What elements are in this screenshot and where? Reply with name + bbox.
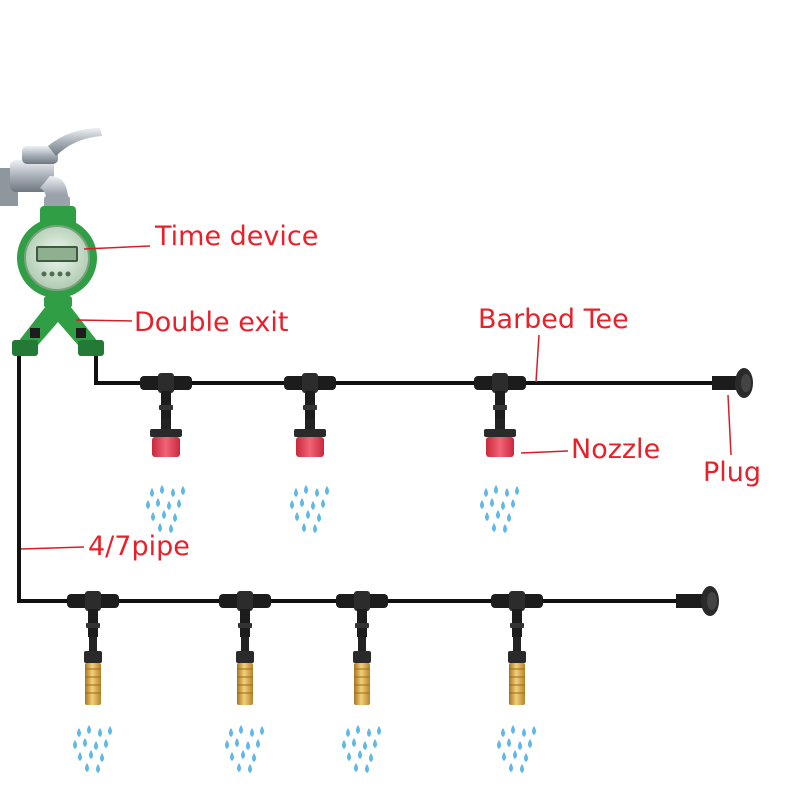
red-nozzle-icon [294, 419, 326, 457]
water-drops-icon [225, 725, 264, 773]
barbed-tee-icon [219, 591, 271, 637]
barbed-tee-icon [140, 373, 192, 419]
brass-nozzle-icon [508, 637, 526, 705]
pipe-network [17, 356, 735, 603]
label-double-exit: Double exit [134, 307, 289, 338]
brass-nozzle-icon [353, 637, 371, 705]
red-nozzle-icon [484, 419, 516, 457]
label-plug: Plug [703, 457, 762, 488]
leader-nozzle [520, 450, 569, 454]
leader-double-exit [75, 319, 133, 322]
water-drops-icon [480, 485, 519, 533]
label-nozzle: Nozzle [571, 434, 661, 465]
faucet-icon [0, 128, 102, 210]
water-drops-icon [290, 485, 329, 533]
water-drops-icon [497, 725, 536, 773]
label-barbed-tee: Barbed Tee [478, 304, 629, 335]
water-drops-icon [342, 725, 381, 773]
water-drops-icon [73, 725, 112, 773]
barbed-tee-icon [67, 591, 119, 637]
barbed-tee-icon [491, 591, 543, 637]
leader-plug [727, 394, 732, 456]
leader-time-device [83, 245, 151, 250]
barbed-tee-icon [284, 373, 336, 419]
label-pipe: 4/7pipe [88, 531, 190, 562]
end-plug-icon [676, 586, 719, 616]
leader-barbed-tee [535, 334, 540, 383]
water-drops-icon [146, 485, 185, 533]
label-time-device: Time device [155, 221, 319, 252]
leader-lines [20, 245, 732, 550]
brass-nozzle-icon [236, 637, 254, 705]
barbed-tee-icon [336, 591, 388, 637]
red-nozzle-icon [150, 419, 182, 457]
brass-nozzle-icon [84, 637, 102, 705]
barbed-tee-icon [474, 373, 526, 419]
upper-branch [140, 373, 526, 533]
end-plug-icon [712, 368, 753, 398]
lower-branch [67, 591, 543, 773]
leader-pipe [20, 546, 85, 550]
timer-icon [17, 206, 97, 308]
y-splitter-icon [12, 306, 104, 356]
